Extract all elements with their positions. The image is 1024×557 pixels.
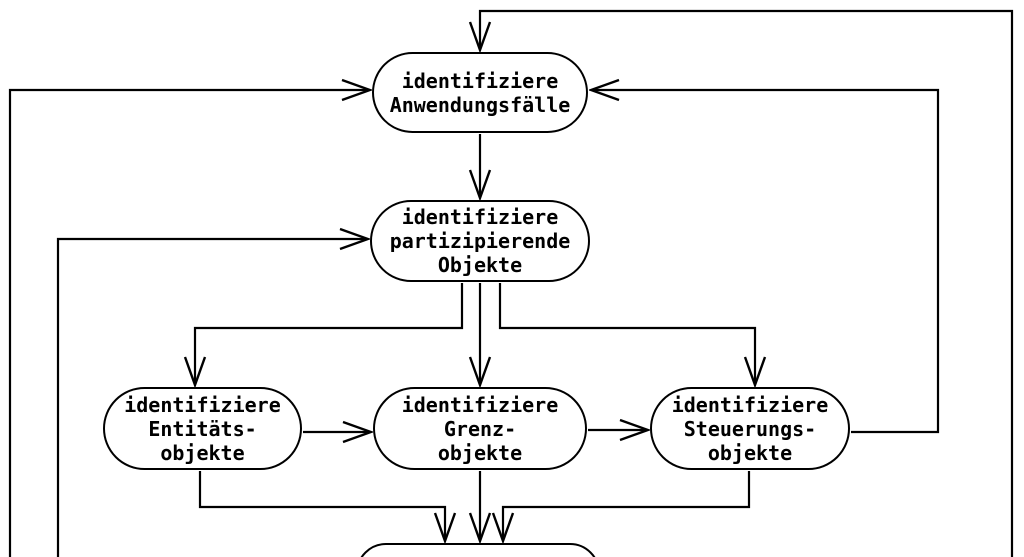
- node-label-line: identifiziere: [401, 205, 559, 229]
- node-label-line: identifiziere: [401, 68, 559, 93]
- node-label-line: identifiziere: [671, 392, 829, 417]
- node-identifiziere-partizipierende-objekte: identifiziere partizipierende Objekte: [370, 200, 590, 282]
- node-label-line: identifiziere: [401, 392, 559, 417]
- edge-feedback-to-anwendungsfaelle-left: [8, 90, 369, 557]
- edge-steuerungs-to-anwendungsfaelle: [592, 90, 940, 434]
- node-label-line: Objekte: [437, 253, 523, 277]
- node-identifiziere-steuerungsobjekte: identifiziere Steuerungs- objekte: [650, 387, 850, 470]
- node-label-line: Anwendungsfälle: [389, 92, 571, 117]
- node-label-line: identifiziere: [124, 392, 281, 417]
- node-label-line: objekte: [707, 440, 793, 465]
- edge-feedback-to-partizipierende-left: [56, 239, 367, 557]
- node-identifiziere-entitaetsobjekte: identifiziere Entitäts- objekte: [103, 387, 302, 470]
- node-label-line: Entitäts-: [148, 416, 257, 441]
- edge-entitaets-to-bottom: [198, 471, 445, 540]
- edge-partizipierende-to-steuerungs: [498, 283, 755, 384]
- edge-steuerungs-to-bottom: [503, 471, 751, 540]
- node-label-line: Grenz-: [443, 416, 517, 441]
- node-identifiziere-anwendungsfaelle: identifiziere Anwendungsfälle: [372, 52, 588, 133]
- edge-feedback-to-anwendungsfaelle-top: [480, 9, 1014, 557]
- node-label-line: objekte: [437, 440, 523, 465]
- node-label-line: objekte: [160, 440, 245, 465]
- node-bottom-partial: [356, 543, 600, 557]
- node-label-line: partizipierende: [389, 229, 571, 253]
- node-identifiziere-grenzobjekte: identifiziere Grenz- objekte: [373, 387, 587, 470]
- node-label-line: Steuerungs-: [683, 416, 817, 441]
- edge-partizipierende-to-entitaets: [195, 283, 464, 384]
